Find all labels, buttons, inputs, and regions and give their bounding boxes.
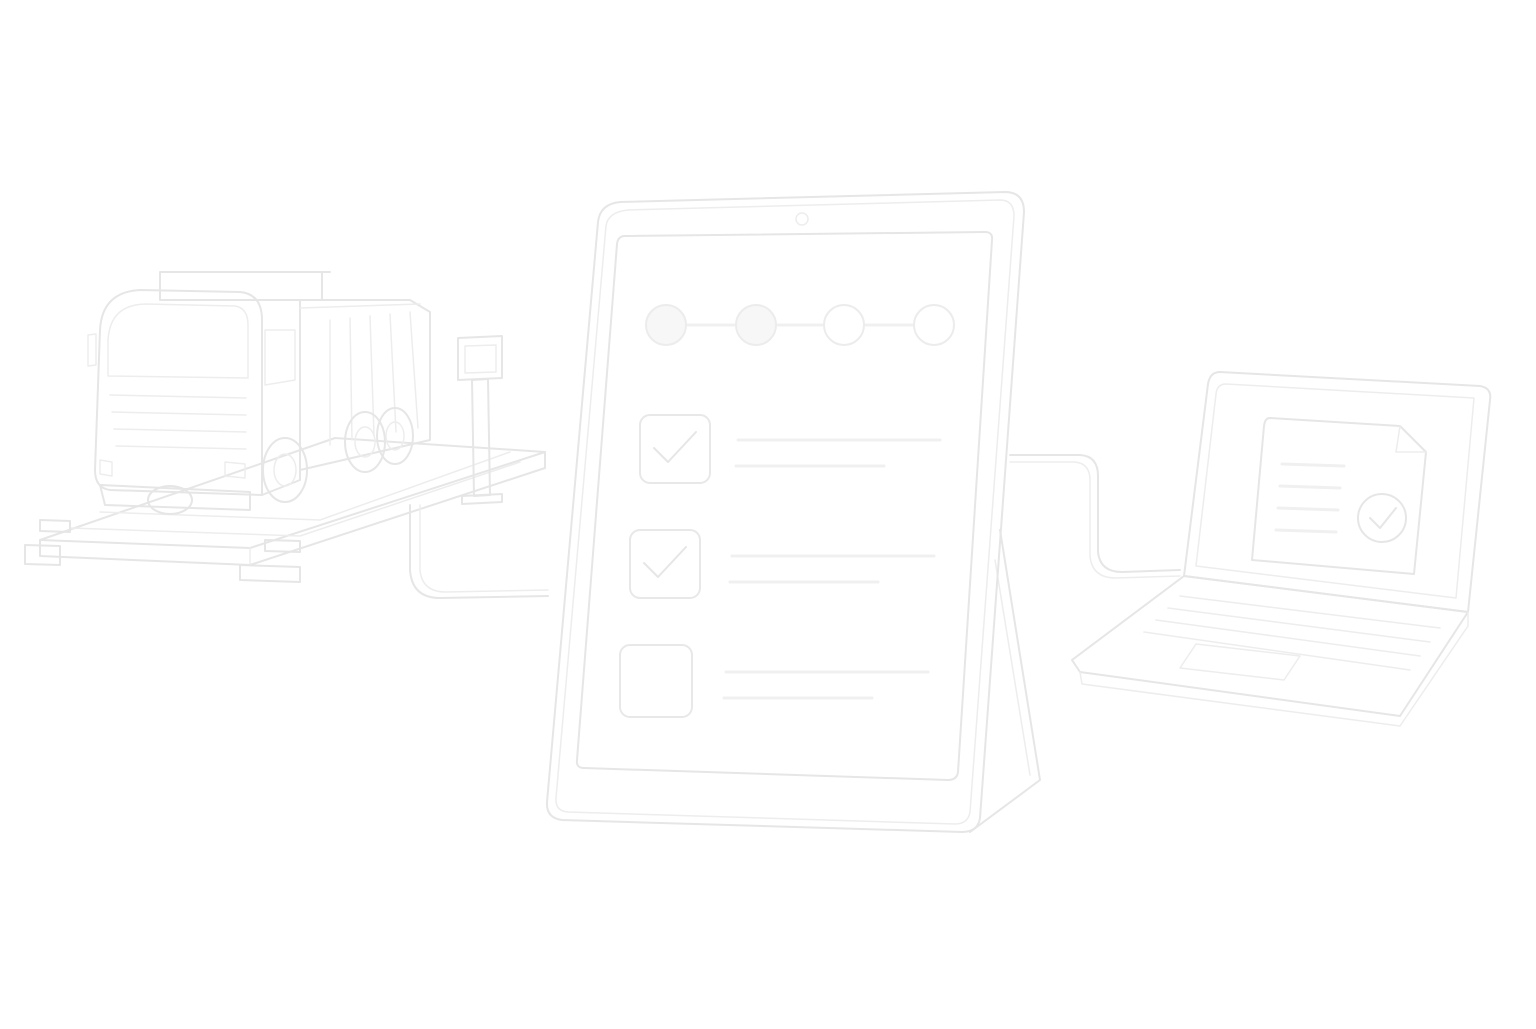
cable-tablet-to-laptop [1009, 454, 1181, 573]
laptop-device [1071, 371, 1492, 727]
scale-indicator-terminal [457, 335, 503, 505]
check-icon [1369, 507, 1397, 529]
checkbox-checked [639, 414, 711, 484]
checklist-item-1 [639, 414, 942, 484]
step-1-completed [645, 304, 687, 346]
step-progress [645, 304, 955, 346]
checkbox-unchecked [619, 644, 693, 718]
weighbridge-scale [24, 437, 546, 583]
step-4-pending [913, 304, 955, 346]
cable-scale-to-tablet [409, 504, 549, 599]
tablet-device [545, 191, 1041, 833]
check-icon [653, 431, 697, 463]
step-3-pending [823, 304, 865, 346]
checklist-item-2 [629, 529, 936, 599]
step-2-completed [735, 304, 777, 346]
document-icon [1251, 417, 1427, 575]
truck-icon [87, 271, 431, 515]
approved-check-badge [1357, 493, 1407, 543]
check-icon [643, 546, 687, 578]
checkbox-checked [629, 529, 701, 599]
checklist-item-3 [619, 644, 930, 718]
